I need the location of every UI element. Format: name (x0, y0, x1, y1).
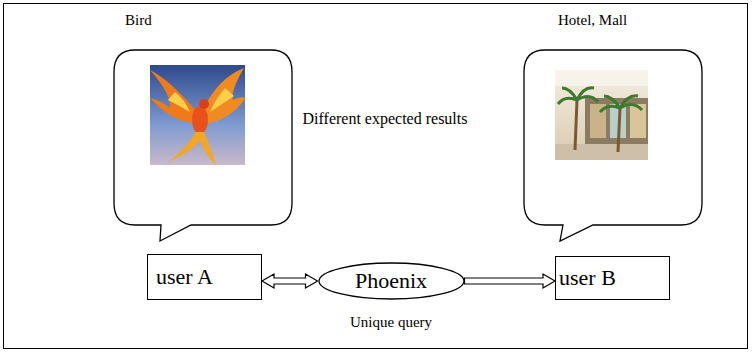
bubble-outline (523, 8, 703, 243)
node-label: user A (156, 264, 213, 290)
mall-picture (555, 70, 648, 160)
speech-bubble: Bird (113, 8, 293, 243)
user-box: user B (555, 256, 670, 300)
block-arrow (262, 274, 318, 288)
node-label: Bird (125, 12, 152, 29)
speech-bubble: Hotel, Mall (523, 8, 703, 243)
node-label: Phoenix (355, 268, 427, 294)
caption-text: Unique query (311, 312, 471, 332)
phoenix-picture (150, 65, 245, 165)
block-arrow (465, 274, 556, 288)
node-label: user B (559, 265, 616, 291)
user-box: user A (147, 254, 262, 300)
query-ellipse: Phoenix (318, 262, 465, 300)
bubble-outline (113, 8, 293, 243)
node-label: Hotel, Mall (558, 12, 627, 29)
note-text: Different expected results (285, 108, 485, 130)
